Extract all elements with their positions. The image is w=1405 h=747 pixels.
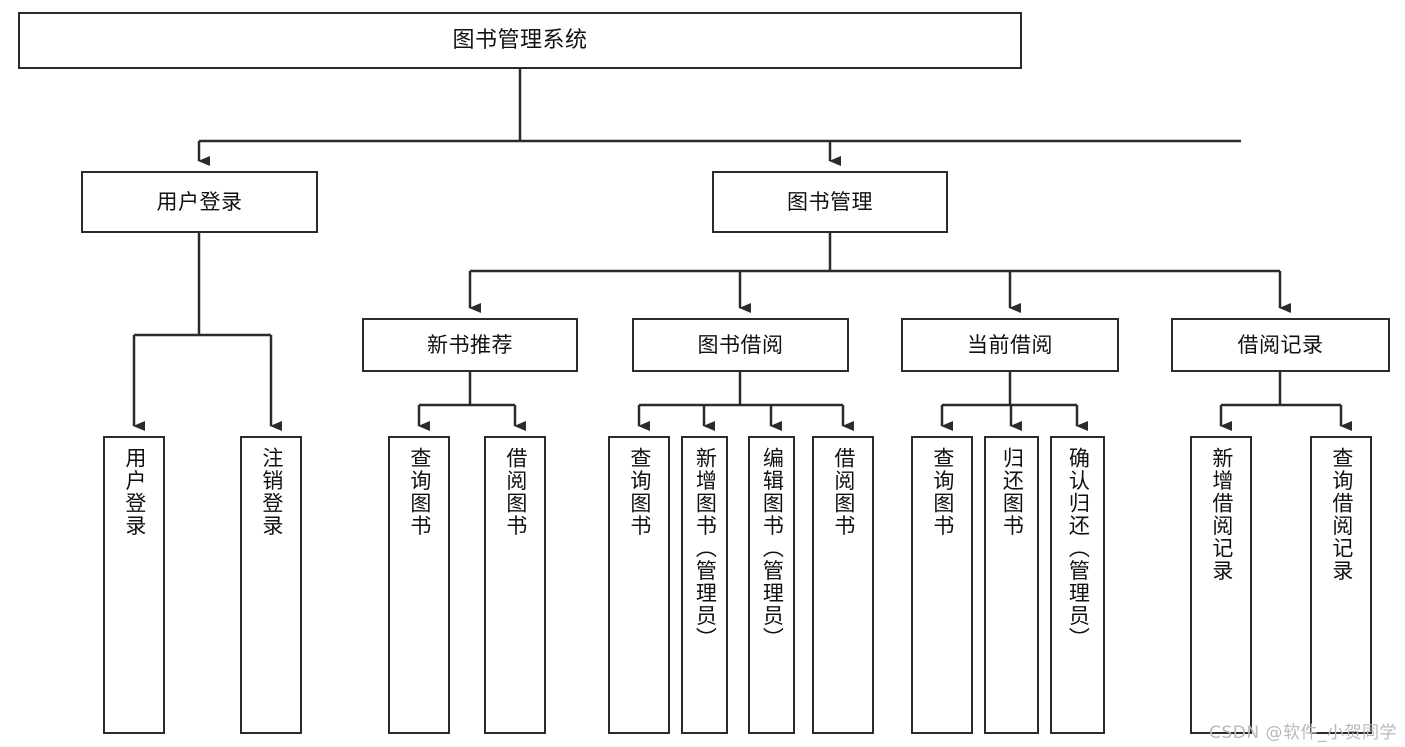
node-root[interactable]: 图书管理系统 (18, 12, 1022, 69)
leaf-logout[interactable]: 注销登录 (240, 436, 302, 734)
leaf-query-book-2[interactable]: 查询图书 (608, 436, 670, 734)
node-user-login[interactable]: 用户登录 (81, 171, 318, 233)
node-borrow-record[interactable]: 借阅记录 (1171, 318, 1390, 372)
leaf-query-book-3-label: 查询图书 (930, 447, 955, 537)
node-root-label: 图书管理系统 (452, 27, 588, 53)
leaf-borrow-book-2[interactable]: 借阅图书 (812, 436, 874, 734)
node-new-book-recommend[interactable]: 新书推荐 (362, 318, 578, 372)
leaf-add-record-label: 新增借阅记录 (1209, 447, 1234, 582)
leaf-user-login[interactable]: 用户登录 (103, 436, 165, 734)
leaf-query-book-1-label: 查询图书 (407, 447, 432, 537)
leaf-add-book-label: 新增图书（管理员） (693, 447, 718, 650)
node-book-borrow[interactable]: 图书借阅 (632, 318, 849, 372)
leaf-query-record[interactable]: 查询借阅记录 (1310, 436, 1372, 734)
leaf-add-record[interactable]: 新增借阅记录 (1190, 436, 1252, 734)
node-user-login-label: 用户登录 (156, 189, 243, 214)
csdn-watermark: CSDN @软件_小贺同学 (1209, 723, 1397, 743)
leaf-query-record-label: 查询借阅记录 (1329, 447, 1354, 582)
node-new-book-recommend-label: 新书推荐 (427, 332, 513, 357)
leaf-edit-book[interactable]: 编辑图书（管理员） (748, 436, 795, 734)
leaf-confirm-return-label: 确认归还（管理员） (1066, 447, 1091, 650)
leaf-user-login-label: 用户登录 (122, 447, 147, 537)
leaf-query-book-2-label: 查询图书 (627, 447, 652, 537)
leaf-confirm-return[interactable]: 确认归还（管理员） (1050, 436, 1105, 734)
leaf-borrow-book-1-label: 借阅图书 (503, 447, 528, 537)
leaf-borrow-book-1[interactable]: 借阅图书 (484, 436, 546, 734)
leaf-edit-book-label: 编辑图书（管理员） (760, 447, 785, 650)
node-book-manage-label: 图书管理 (787, 189, 873, 214)
leaf-add-book[interactable]: 新增图书（管理员） (681, 436, 728, 734)
node-borrow-record-label: 借阅记录 (1237, 332, 1324, 357)
leaf-logout-label: 注销登录 (259, 447, 284, 537)
node-book-manage[interactable]: 图书管理 (712, 171, 948, 233)
node-current-borrow[interactable]: 当前借阅 (901, 318, 1119, 372)
node-current-borrow-label: 当前借阅 (967, 332, 1053, 357)
leaf-return-book-label: 归还图书 (1000, 447, 1025, 537)
node-book-borrow-label: 图书借阅 (697, 332, 784, 357)
leaf-return-book[interactable]: 归还图书 (984, 436, 1039, 734)
leaf-borrow-book-2-label: 借阅图书 (831, 447, 856, 537)
leaf-query-book-3[interactable]: 查询图书 (911, 436, 973, 734)
leaf-query-book-1[interactable]: 查询图书 (388, 436, 450, 734)
